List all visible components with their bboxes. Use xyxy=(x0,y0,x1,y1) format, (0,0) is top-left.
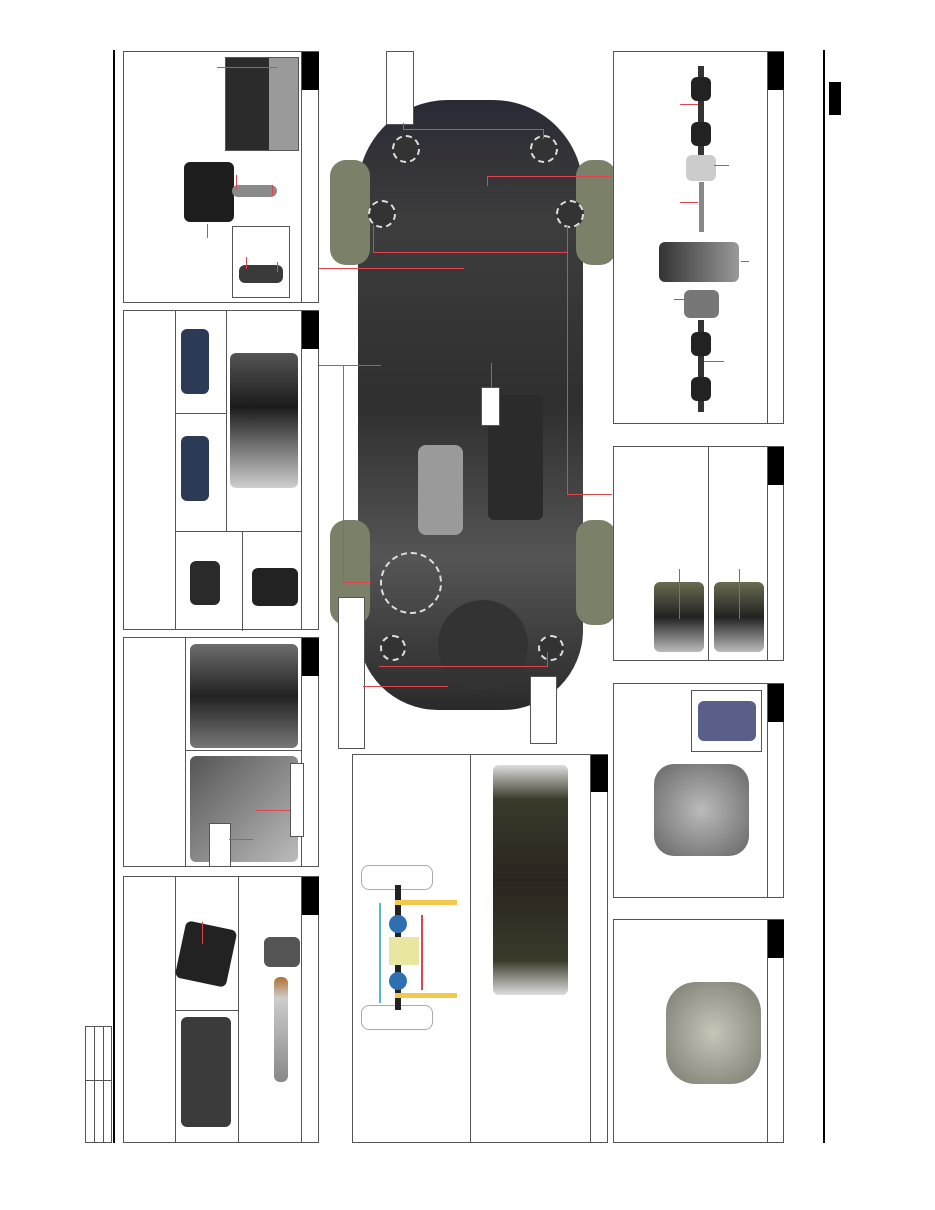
console-label-box-2 xyxy=(209,823,231,867)
vehicle-side-view-1 xyxy=(181,329,209,394)
panel-driveshafts xyxy=(613,51,784,424)
panel-transfer-case xyxy=(613,683,784,898)
front-left-sensor-marker xyxy=(392,135,420,163)
panel-rear-axle xyxy=(352,754,608,1143)
rear-right-tire xyxy=(576,520,616,625)
tpms-receiver-photo xyxy=(174,920,238,988)
mid-left-sensor-marker xyxy=(368,200,396,228)
outer-driveshaft xyxy=(698,66,704,166)
leader-front-bar xyxy=(403,129,543,130)
connector-inset xyxy=(232,226,290,298)
compressor-unit-photo xyxy=(230,353,298,488)
center-label-box xyxy=(481,387,500,426)
panel-wheel-hubs xyxy=(613,446,784,661)
combination-switch-photo xyxy=(184,162,234,222)
panel-air-suspension xyxy=(123,310,319,631)
front-left-tire xyxy=(330,160,370,265)
leader-to-suspension-panel xyxy=(319,365,381,366)
chapter-tab xyxy=(829,82,841,115)
vehicle-underbody-photo xyxy=(328,100,616,740)
panel-steering-switches xyxy=(123,51,319,303)
rear-axle-marker xyxy=(380,552,442,614)
console-label-box-1 xyxy=(290,763,304,837)
leader-mid-bar xyxy=(373,252,568,253)
leader-to-steering-panel xyxy=(319,268,464,269)
right-margin-rule xyxy=(823,50,825,1143)
air-spring-photo xyxy=(252,568,298,606)
intermediate-shaft xyxy=(699,182,704,232)
cv-joint-2 xyxy=(691,122,711,146)
tpms-sensor-exploded xyxy=(264,937,300,967)
inner-driveshaft xyxy=(698,320,704,412)
mid-right-sensor-marker xyxy=(556,200,584,228)
switch-lever-photo xyxy=(232,185,277,197)
oil-pan xyxy=(659,242,739,282)
front-right-sensor-marker xyxy=(530,135,558,163)
panel-control-module xyxy=(123,637,319,867)
vehicle-side-view-2 xyxy=(181,436,209,501)
panel-front-differential xyxy=(613,919,784,1143)
rear-right-label-box xyxy=(530,676,557,744)
tpms-valve-stem xyxy=(274,977,288,1082)
carrier-bearing xyxy=(686,155,716,181)
rear-left-label-box xyxy=(338,597,365,749)
section-tab xyxy=(302,52,319,90)
transfer-case-cutaway-inset xyxy=(691,690,762,752)
leader-to-driveshafts xyxy=(487,176,612,177)
leader-rear-bar xyxy=(379,666,547,667)
cv-joint-1 xyxy=(691,77,711,101)
panel-tpms xyxy=(123,876,319,1143)
spare-tire xyxy=(438,600,528,690)
leader-to-hub-panel xyxy=(567,225,568,495)
steering-wheel-controls-photo xyxy=(225,57,299,151)
axle-assembly-photo xyxy=(493,765,568,995)
differential-photo xyxy=(666,982,761,1084)
rear-right-sensor-marker xyxy=(538,635,564,661)
console-switches-photo xyxy=(190,756,298,862)
left-margin-rule xyxy=(113,50,115,1143)
module-installed-photo xyxy=(190,644,298,748)
rear-left-sensor-marker xyxy=(380,635,406,661)
transfer-case-photo xyxy=(654,764,749,856)
height-sensor-photo xyxy=(190,561,220,605)
front-top-label-box xyxy=(386,51,414,125)
exhaust-muffler xyxy=(418,445,463,535)
differential-unit xyxy=(684,290,719,318)
title-block xyxy=(85,1026,112,1143)
axle-schematic xyxy=(361,865,463,1030)
receiver-installed-photo xyxy=(181,1017,231,1127)
